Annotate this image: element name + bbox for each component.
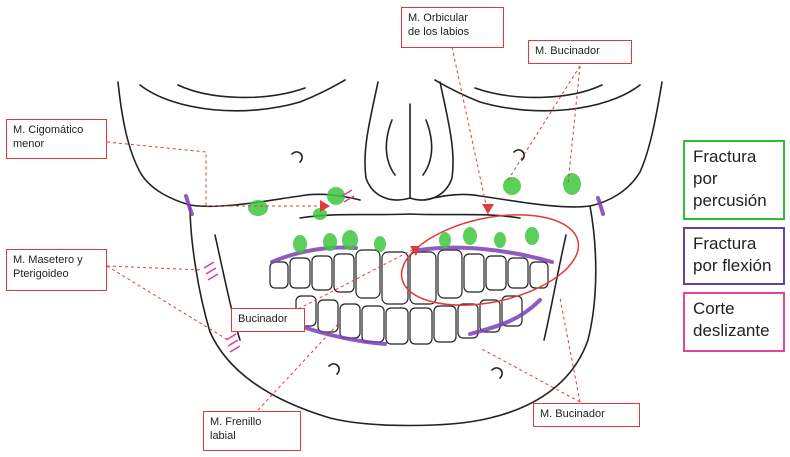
legend-sliding-cut: Corte deslizante	[683, 292, 785, 352]
label-frenillo-labial: M. Frenillo labial	[203, 411, 301, 451]
percussion-marks	[248, 173, 581, 253]
legend-flexion-fracture: Fractura por flexión	[683, 227, 785, 285]
pointer-lines	[107, 47, 580, 410]
label-bucinador-left: Bucinador	[231, 308, 305, 332]
legend-percussion-fracture: Fractura por percusión	[683, 140, 785, 220]
label-orbicular: M. Orbicular de los labios	[401, 7, 504, 48]
label-masetero-pterigoideo: M. Masetero y Pterigoideo	[6, 249, 107, 291]
label-bucinador-bottom: M. Bucinador	[533, 403, 640, 427]
label-bucinador-top: M. Bucinador	[528, 40, 632, 64]
label-cigomatico-menor: M. Cigomático menor	[6, 119, 107, 159]
